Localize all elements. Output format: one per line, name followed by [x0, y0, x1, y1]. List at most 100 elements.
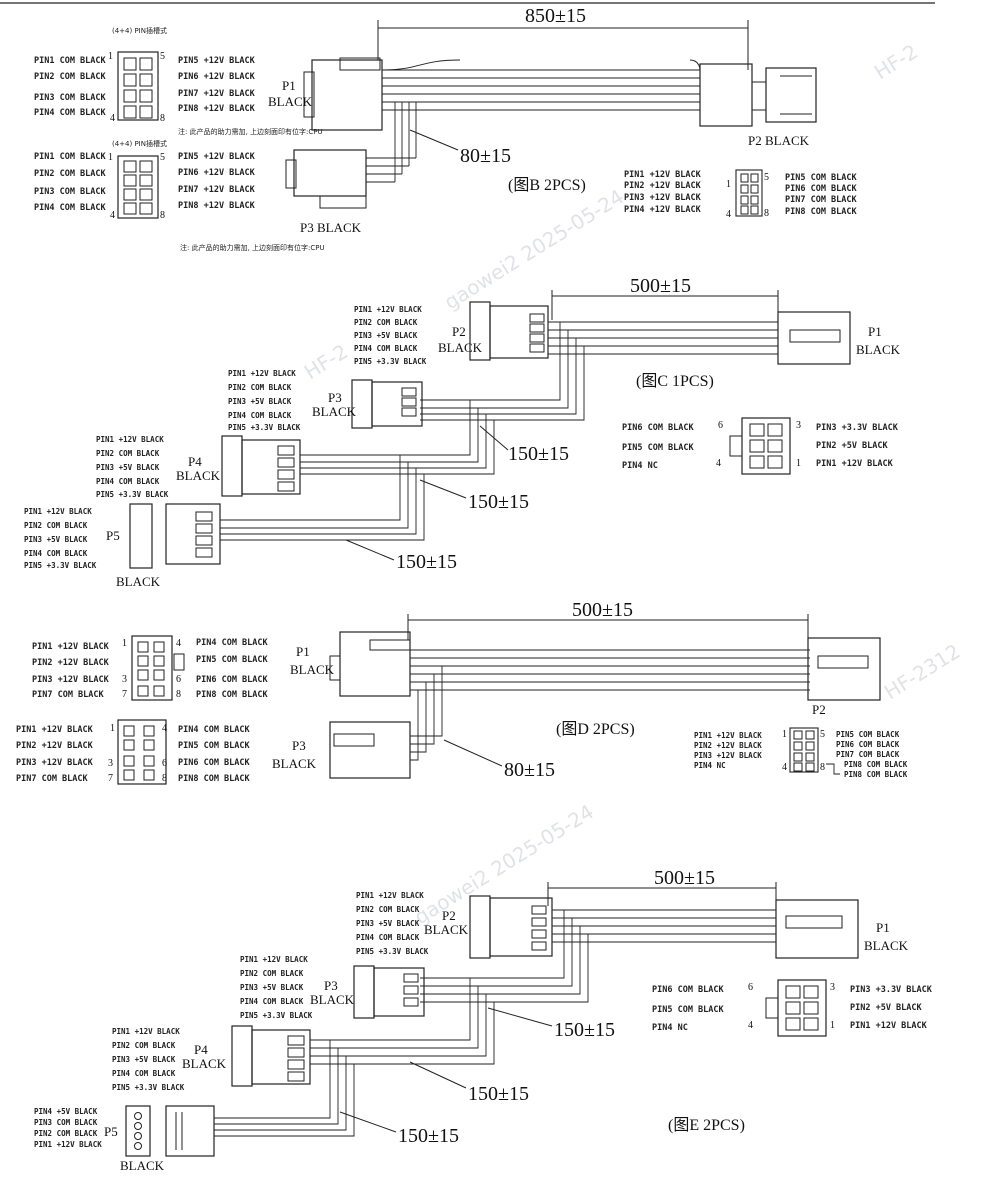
figure-e: 500±15 P1 BLACK P2 BLACK PIN1 +12V BLACK… [34, 867, 933, 1173]
fige-branch-dimension: 150±15 [468, 1083, 529, 1105]
figb-connector-title: (4+4) PIN插槽式 [112, 139, 167, 148]
figd-pin-label: PIN3 +12V BLACK [32, 675, 110, 685]
figc-sata-pin: PIN1 +12V BLACK [24, 507, 92, 516]
svg-text:1: 1 [108, 152, 113, 163]
figb-p3-label: P3 BLACK [300, 220, 362, 235]
figb-note: 注: 此产品的助力需加, 上边刻面印有位字:CPU [178, 127, 323, 136]
figc-sata-pin: PIN1 +12V BLACK [354, 305, 422, 314]
fige-p5-label: BLACK [120, 1158, 165, 1173]
pin-number: 8 [176, 689, 181, 700]
fige-sata-pin: PIN4 COM BLACK [356, 933, 420, 942]
figd-branch-dimension: 80±15 [504, 759, 555, 781]
figc-p1-pin: PIN3 +3.3V BLACK [816, 423, 899, 433]
figd-p2-pin: PIN7 COM BLACK [836, 750, 900, 759]
figb-p2-pin: PIN5 COM BLACK [785, 173, 858, 183]
figc-p1-label: P1 [868, 324, 882, 339]
figb-main-dimension: 850±15 [525, 5, 586, 27]
figb-p2-pin: PIN6 COM BLACK [785, 184, 858, 194]
figc-sata-pin: PIN2 COM BLACK [354, 318, 418, 327]
figure-d: 500±15 1 4 3 6 7 8 PIN1 +12V BLACK PIN2 … [16, 599, 908, 785]
figc-sata-pin: PIN3 +5V BLACK [24, 535, 88, 544]
fige-sata-pin: PIN5 +3.3V BLACK [240, 1011, 313, 1020]
figd-pin-label: PIN1 +12V BLACK [16, 725, 94, 735]
pin-number: 4 [716, 458, 721, 469]
fige-p5-label: P5 [104, 1124, 118, 1139]
pin-number: 4 [748, 1020, 753, 1031]
figc-sata-pin: PIN3 +5V BLACK [228, 397, 292, 406]
fige-branch-dimension: 150±15 [554, 1019, 615, 1041]
figc-sata-pin: PIN1 +12V BLACK [228, 369, 296, 378]
figc-main-dimension: 500±15 [630, 275, 691, 297]
watermark: HF-2 [300, 339, 352, 384]
figd-p2-pin: PIN4 NC [694, 761, 726, 770]
figd-pin-label: PIN2 +12V BLACK [16, 741, 94, 751]
figd-pin-label: PIN7 COM BLACK [16, 774, 89, 784]
figd-p1-label: P1 [296, 644, 310, 659]
fige-p2-label: BLACK [424, 922, 469, 937]
figc-sata-pin: PIN3 +5V BLACK [96, 463, 160, 472]
fige-caption: (图E 2PCS) [668, 1117, 745, 1134]
fige-p4-label: P4 [194, 1042, 208, 1057]
fige-sata-pin: PIN1 +12V BLACK [240, 955, 308, 964]
figd-p3-label: BLACK [272, 756, 317, 771]
figd-p1-label: BLACK [290, 662, 335, 677]
figc-p1-pin: PIN4 NC [622, 461, 658, 471]
figc-sata-pin: PIN4 COM BLACK [228, 411, 292, 420]
pin-number: 4 [782, 762, 787, 773]
figb-caption: (图B 2PCS) [508, 177, 586, 194]
fige-sata-pin: PIN4 COM BLACK [240, 997, 304, 1006]
figc-p1-pin: PIN6 COM BLACK [622, 423, 695, 433]
pin-number: 7 [108, 773, 113, 784]
fige-branch-dimension: 150±15 [398, 1125, 459, 1147]
figb-pin-label: PIN7 +12V BLACK [178, 185, 256, 195]
figd-p2-pin: PIN1 +12V BLACK [694, 731, 762, 740]
pin-number: 6 [162, 758, 167, 769]
pin-number: 3 [830, 982, 835, 993]
figc-sata-pin: PIN1 +12V BLACK [96, 435, 164, 444]
figd-pin-label: PIN3 +12V BLACK [16, 758, 94, 768]
figc-sata-pin: PIN2 COM BLACK [96, 449, 160, 458]
figd-p2-label: P2 [812, 702, 826, 717]
figd-p2-pin: PIN3 +12V BLACK [694, 751, 762, 760]
pin-number: 3 [796, 420, 801, 431]
fige-p1-label: BLACK [864, 938, 909, 953]
figc-p2-label: BLACK [438, 340, 483, 355]
figd-p2-pin: PIN8 COM BLACK [844, 760, 908, 769]
figc-sata-pin: PIN5 +3.3V BLACK [24, 561, 97, 570]
pin-number: 8 [764, 208, 769, 219]
fige-p3-label: P3 [324, 978, 338, 993]
figb-pin-label: PIN1 COM BLACK [34, 152, 107, 162]
fige-p3-label: BLACK [310, 992, 355, 1007]
figb-p2-pin: PIN8 COM BLACK [785, 207, 858, 217]
figb-p2-pin: PIN4 +12V BLACK [624, 205, 702, 215]
pin-number: 1 [796, 458, 801, 469]
figc-p4-label: BLACK [176, 468, 221, 483]
fige-sata-pin: PIN5 +3.3V BLACK [356, 947, 429, 956]
figc-sata-pin: PIN5 +3.3V BLACK [228, 423, 301, 432]
figb-p2-pin: PIN3 +12V BLACK [624, 193, 702, 203]
watermark: HF-2 [870, 39, 922, 84]
figc-p3-label: P3 [328, 390, 342, 405]
pin-number: 8 [162, 773, 167, 784]
fige-p5-pin: PIN3 COM BLACK [34, 1118, 98, 1127]
figc-sata-pin: PIN4 COM BLACK [96, 477, 160, 486]
pin-number: 1 [122, 638, 127, 649]
figb-branch-dimension: 80±15 [460, 145, 511, 167]
svg-text:5: 5 [160, 152, 165, 163]
fige-p5-pin: PIN1 +12V BLACK [34, 1140, 102, 1149]
pin-number: 5 [820, 729, 825, 740]
pin-number: 4 [726, 209, 731, 220]
figc-p1-pin: PIN5 COM BLACK [622, 443, 695, 453]
pin-number: 3 [108, 758, 113, 769]
figc-sata-pin: PIN5 +3.3V BLACK [96, 490, 169, 499]
figd-pin-label: PIN8 COM BLACK [196, 690, 269, 700]
figb-connector-title: (4+4) PIN插槽式 [112, 26, 167, 35]
figd-pin-label: PIN5 COM BLACK [178, 741, 251, 751]
figb-pin-label: PIN5 +12V BLACK [178, 56, 256, 66]
figd-main-dimension: 500±15 [572, 599, 633, 621]
figd-caption: (图D 2PCS) [556, 721, 635, 738]
watermark: HF-2312 [880, 639, 965, 704]
figc-p1-pin: PIN1 +12V BLACK [816, 459, 894, 469]
pin-number: 6 [176, 674, 181, 685]
